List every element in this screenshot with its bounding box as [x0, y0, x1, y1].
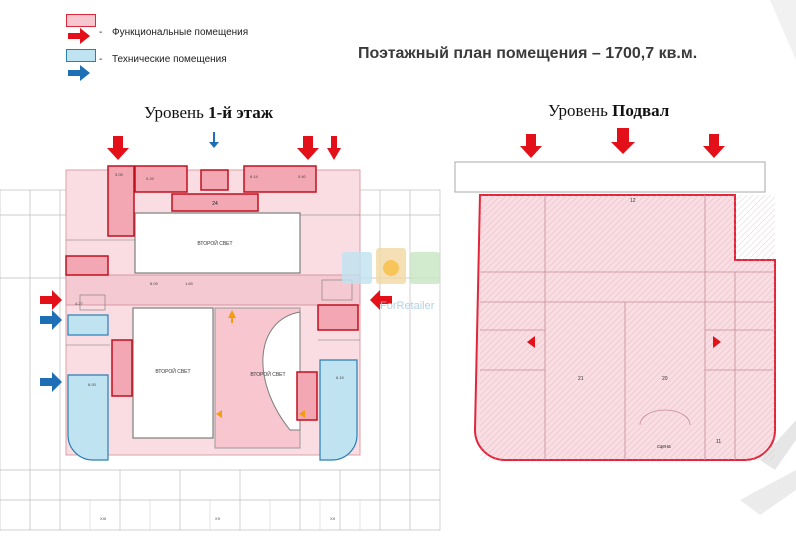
basement-room-20-label: 20 — [662, 376, 668, 382]
second-light-right-label: ВТОРОЙ СВЕТ — [250, 370, 285, 378]
svg-text:1.69: 1.69 — [185, 281, 194, 286]
svg-text:8.09: 8.09 — [150, 281, 159, 286]
svg-text:XII: XII — [330, 516, 335, 521]
svg-text:6.14: 6.14 — [250, 174, 259, 179]
svg-text:3.05: 3.05 — [115, 172, 124, 177]
basement-room-11-label: 11 — [716, 439, 721, 445]
legend-technical-dash: - — [99, 54, 103, 65]
svg-text:XII: XII — [215, 516, 220, 521]
page-title: Поэтажный план помещения – 1700,7 кв.м. — [358, 45, 698, 62]
second-light-left-label: ВТОРОЙ СВЕТ — [155, 367, 190, 375]
room-24-label: 24 — [212, 201, 218, 207]
legend-functional-swatch — [66, 14, 96, 27]
first-floor-plan: ВТОРОЙ СВЕТ ВТОРОЙ СВЕТ ВТОРОЙ СВЕТ 24 — [0, 132, 441, 531]
level-basement-prefix: Уровень — [548, 101, 613, 120]
basement-room-21-label: 21 — [578, 376, 584, 382]
legend-functional-label: Функциональные помещения — [112, 27, 249, 38]
second-light-top-label: ВТОРОЙ СВЕТ — [197, 239, 232, 247]
watermark-text: ForRetailer — [380, 300, 435, 312]
level-first-bold: 1-й этаж — [208, 103, 274, 122]
watermark-logo: ForRetailer — [342, 248, 440, 312]
svg-text:6.93: 6.93 — [88, 382, 97, 387]
svg-text:4.27: 4.27 — [75, 301, 84, 306]
basement-scene-label: сцена — [657, 444, 671, 450]
level-basement-bold: Подвал — [612, 101, 670, 120]
legend-functional-dash: - — [99, 27, 103, 38]
level-first-floor-title: Уровень 1-й этаж — [144, 103, 273, 123]
svg-text:6.15: 6.15 — [336, 375, 345, 380]
legend-technical-swatch — [66, 49, 96, 62]
legend-technical-label: Технические помещения — [112, 54, 227, 65]
red-arrow-icon — [68, 28, 90, 44]
level-basement-title: Уровень Подвал — [548, 101, 669, 121]
level-first-prefix: Уровень — [144, 103, 209, 122]
svg-text:XIII: XIII — [100, 516, 106, 521]
svg-text:0.29: 0.29 — [146, 176, 155, 181]
decorative-rays — [740, 0, 796, 515]
blue-arrow-icon — [68, 65, 90, 81]
basement-room-12-label: 12 — [630, 198, 636, 204]
basement-plan: 12 21 20 11 сцена — [454, 128, 776, 461]
svg-text:0.40: 0.40 — [298, 174, 307, 179]
